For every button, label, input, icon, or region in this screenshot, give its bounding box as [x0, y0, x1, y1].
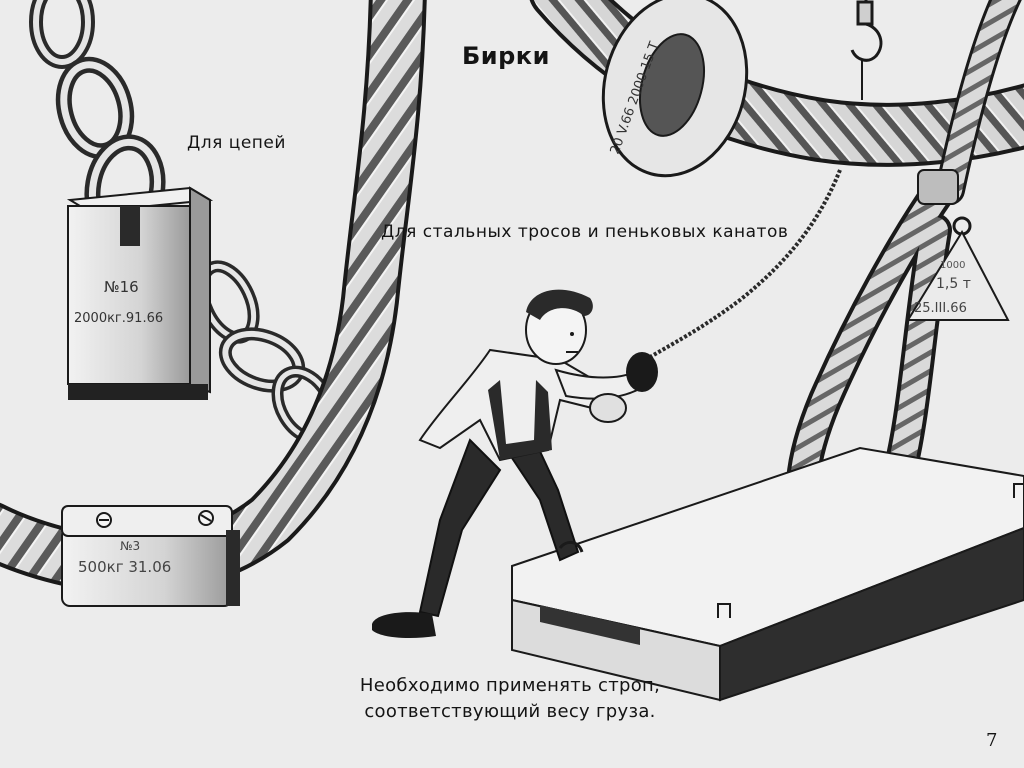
caption-chains: Для цепей	[187, 133, 286, 153]
clamp-tag-inscription: 500кг 31.06	[78, 558, 171, 576]
ring-tag: 20 V.66 2000 15 T	[601, 0, 749, 178]
chain-tag-inscription: 2000кг.91.66	[74, 311, 163, 326]
triangle-tag-line2: 1,5 т	[936, 276, 971, 292]
clamp-tag-number: №3	[120, 539, 140, 553]
hook	[850, 0, 883, 100]
triangle-tag-line3: 25.III.66	[914, 301, 967, 316]
thin-cable	[643, 169, 842, 362]
worker-figure	[372, 289, 658, 638]
chain-tag: №16 2000кг.91.66	[66, 186, 214, 400]
triangle-tag: 1000 1,5 т 25.III.66	[906, 216, 1010, 321]
page-number: 7	[986, 730, 998, 751]
page-title: Бирки	[462, 42, 550, 70]
safety-note-line2: соответствующий весу груза.	[364, 701, 656, 722]
safety-note-line1: Необходимо применять строп,	[359, 675, 661, 696]
safety-note: Необходимо применять строп, соответствую…	[300, 673, 720, 725]
triangle-tag-line1: 1000	[940, 260, 965, 271]
clamp-tag: №3 500кг 31.06	[61, 505, 240, 607]
concrete-slab	[511, 446, 1024, 702]
chain-tag-number: №16	[104, 278, 139, 296]
caption-ropes: Для стальных тросов и пеньковых канатов	[381, 222, 789, 242]
